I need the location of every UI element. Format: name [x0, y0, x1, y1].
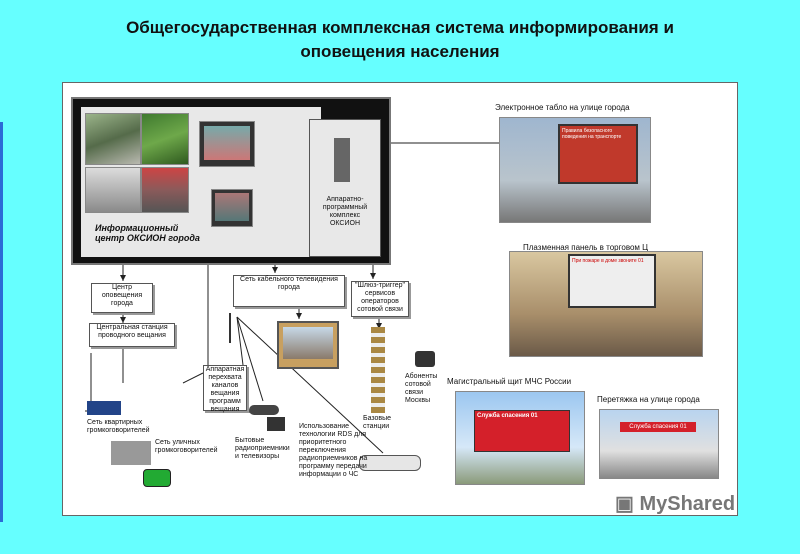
mall-photo: При пожаре в доме звоните 01 [509, 251, 703, 357]
information-center-block: Информационный центр ОКСИОН города Аппар… [71, 97, 391, 265]
mchs-billboard: Служба спасения 01 [474, 410, 570, 452]
street-board-screen: Правила безопасного поведения на транспо… [558, 124, 638, 184]
center-name: Информационный центр ОКСИОН города [95, 223, 200, 243]
street-photo [85, 167, 141, 213]
base-stations-label: Базовые станции [363, 415, 392, 430]
hardware-line2: программный [322, 204, 368, 211]
rds-label: Использование технологии RDS для приорит… [299, 423, 368, 478]
diagram-panel: Информационный центр ОКСИОН города Аппар… [62, 82, 738, 516]
billboard-sign: Служба спасения 01 [477, 413, 538, 419]
mchs-caption: Магистральный щит МЧС России [445, 377, 574, 386]
hardware-line3: комплекс [329, 212, 361, 219]
watermark-icon: ▣ [615, 493, 634, 515]
plasma-sign: При пожаре в доме звоните 01 [572, 258, 644, 264]
central-station-box: Центральная станция проводного вещания [89, 323, 175, 347]
relay-box: Аппаратная перехвата каналов вещания про… [203, 365, 247, 413]
crowd-photo [141, 167, 189, 213]
hardware-complex: Аппаратно- программный комплекс ОКСИОН [309, 119, 381, 257]
center-name-line2: центр ОКСИОН города [95, 233, 200, 243]
title-line2: оповещения населения [300, 42, 500, 61]
antenna-icon [229, 313, 247, 343]
aerial-photo [141, 113, 189, 165]
warning-center-box: Центр оповещения города [91, 283, 153, 313]
hardware-label: Аппаратно- программный комплекс ОКСИОН [314, 196, 376, 228]
banner-caption: Перетяжка на улице города [595, 395, 702, 404]
mchs-billboard-photo: Служба спасения 01 [455, 391, 585, 485]
center-screen-area: Информационный центр ОКСИОН города [81, 107, 321, 257]
subscribers-label: Абоненты сотовой связи Москвы [405, 373, 438, 404]
plasma-caption: Плазменная панель в торговом Ц [521, 243, 651, 252]
left-accent-bar [0, 122, 3, 522]
monitor-1 [199, 121, 255, 167]
car-speaker-icon [143, 469, 171, 487]
shlyuz-box: "Шлюз-триггер" сервисов операторов сотов… [351, 281, 409, 317]
small-tv-icon [267, 417, 285, 431]
traffic-photo [85, 113, 141, 165]
watermark-text: MyShared [639, 493, 736, 515]
household-label: Бытовые радиоприемники и телевизоры [235, 437, 290, 460]
street-speakers-label: Сеть уличных громкоговорителей [155, 439, 218, 454]
monitor-2 [211, 189, 253, 227]
street-banner-photo: Служба спасения 01 [599, 409, 719, 479]
cable-tv-box: Сеть кабельного телевидения города [233, 275, 345, 307]
hardware-line1: Аппаратно- [326, 196, 364, 203]
connector-lines [85, 142, 499, 454]
banner-sign: Служба спасения 01 [629, 424, 687, 430]
street-board-caption: Электронное табло на улице города [493, 103, 632, 112]
center-name-line1: Информационный [95, 223, 179, 233]
title-line1: Общегосударственная комплексная система … [126, 18, 674, 37]
tv-set [277, 321, 339, 369]
street-speaker-icon [111, 441, 151, 465]
watermark: ▣ MyShared [615, 491, 735, 516]
radio-icon [249, 405, 279, 415]
cell-phone-icon [415, 351, 435, 367]
wired-speaker-icon [87, 401, 121, 415]
car-icon [359, 455, 421, 471]
street-board-photo: Правила безопасного поведения на транспо… [499, 117, 651, 223]
street-board-sign: Правила безопасного поведения на транспо… [562, 128, 622, 140]
street-banner: Служба спасения 01 [620, 422, 696, 432]
plasma-screen: При пожаре в доме звоните 01 [568, 254, 656, 308]
wired-speakers-label: Сеть квартирных громкоговорителей [87, 419, 150, 434]
page-title: Общегосударственная комплексная система … [0, 16, 800, 64]
base-station-tower [371, 327, 385, 413]
hardware-line4: ОКСИОН [329, 220, 361, 227]
server-icon [334, 138, 350, 182]
